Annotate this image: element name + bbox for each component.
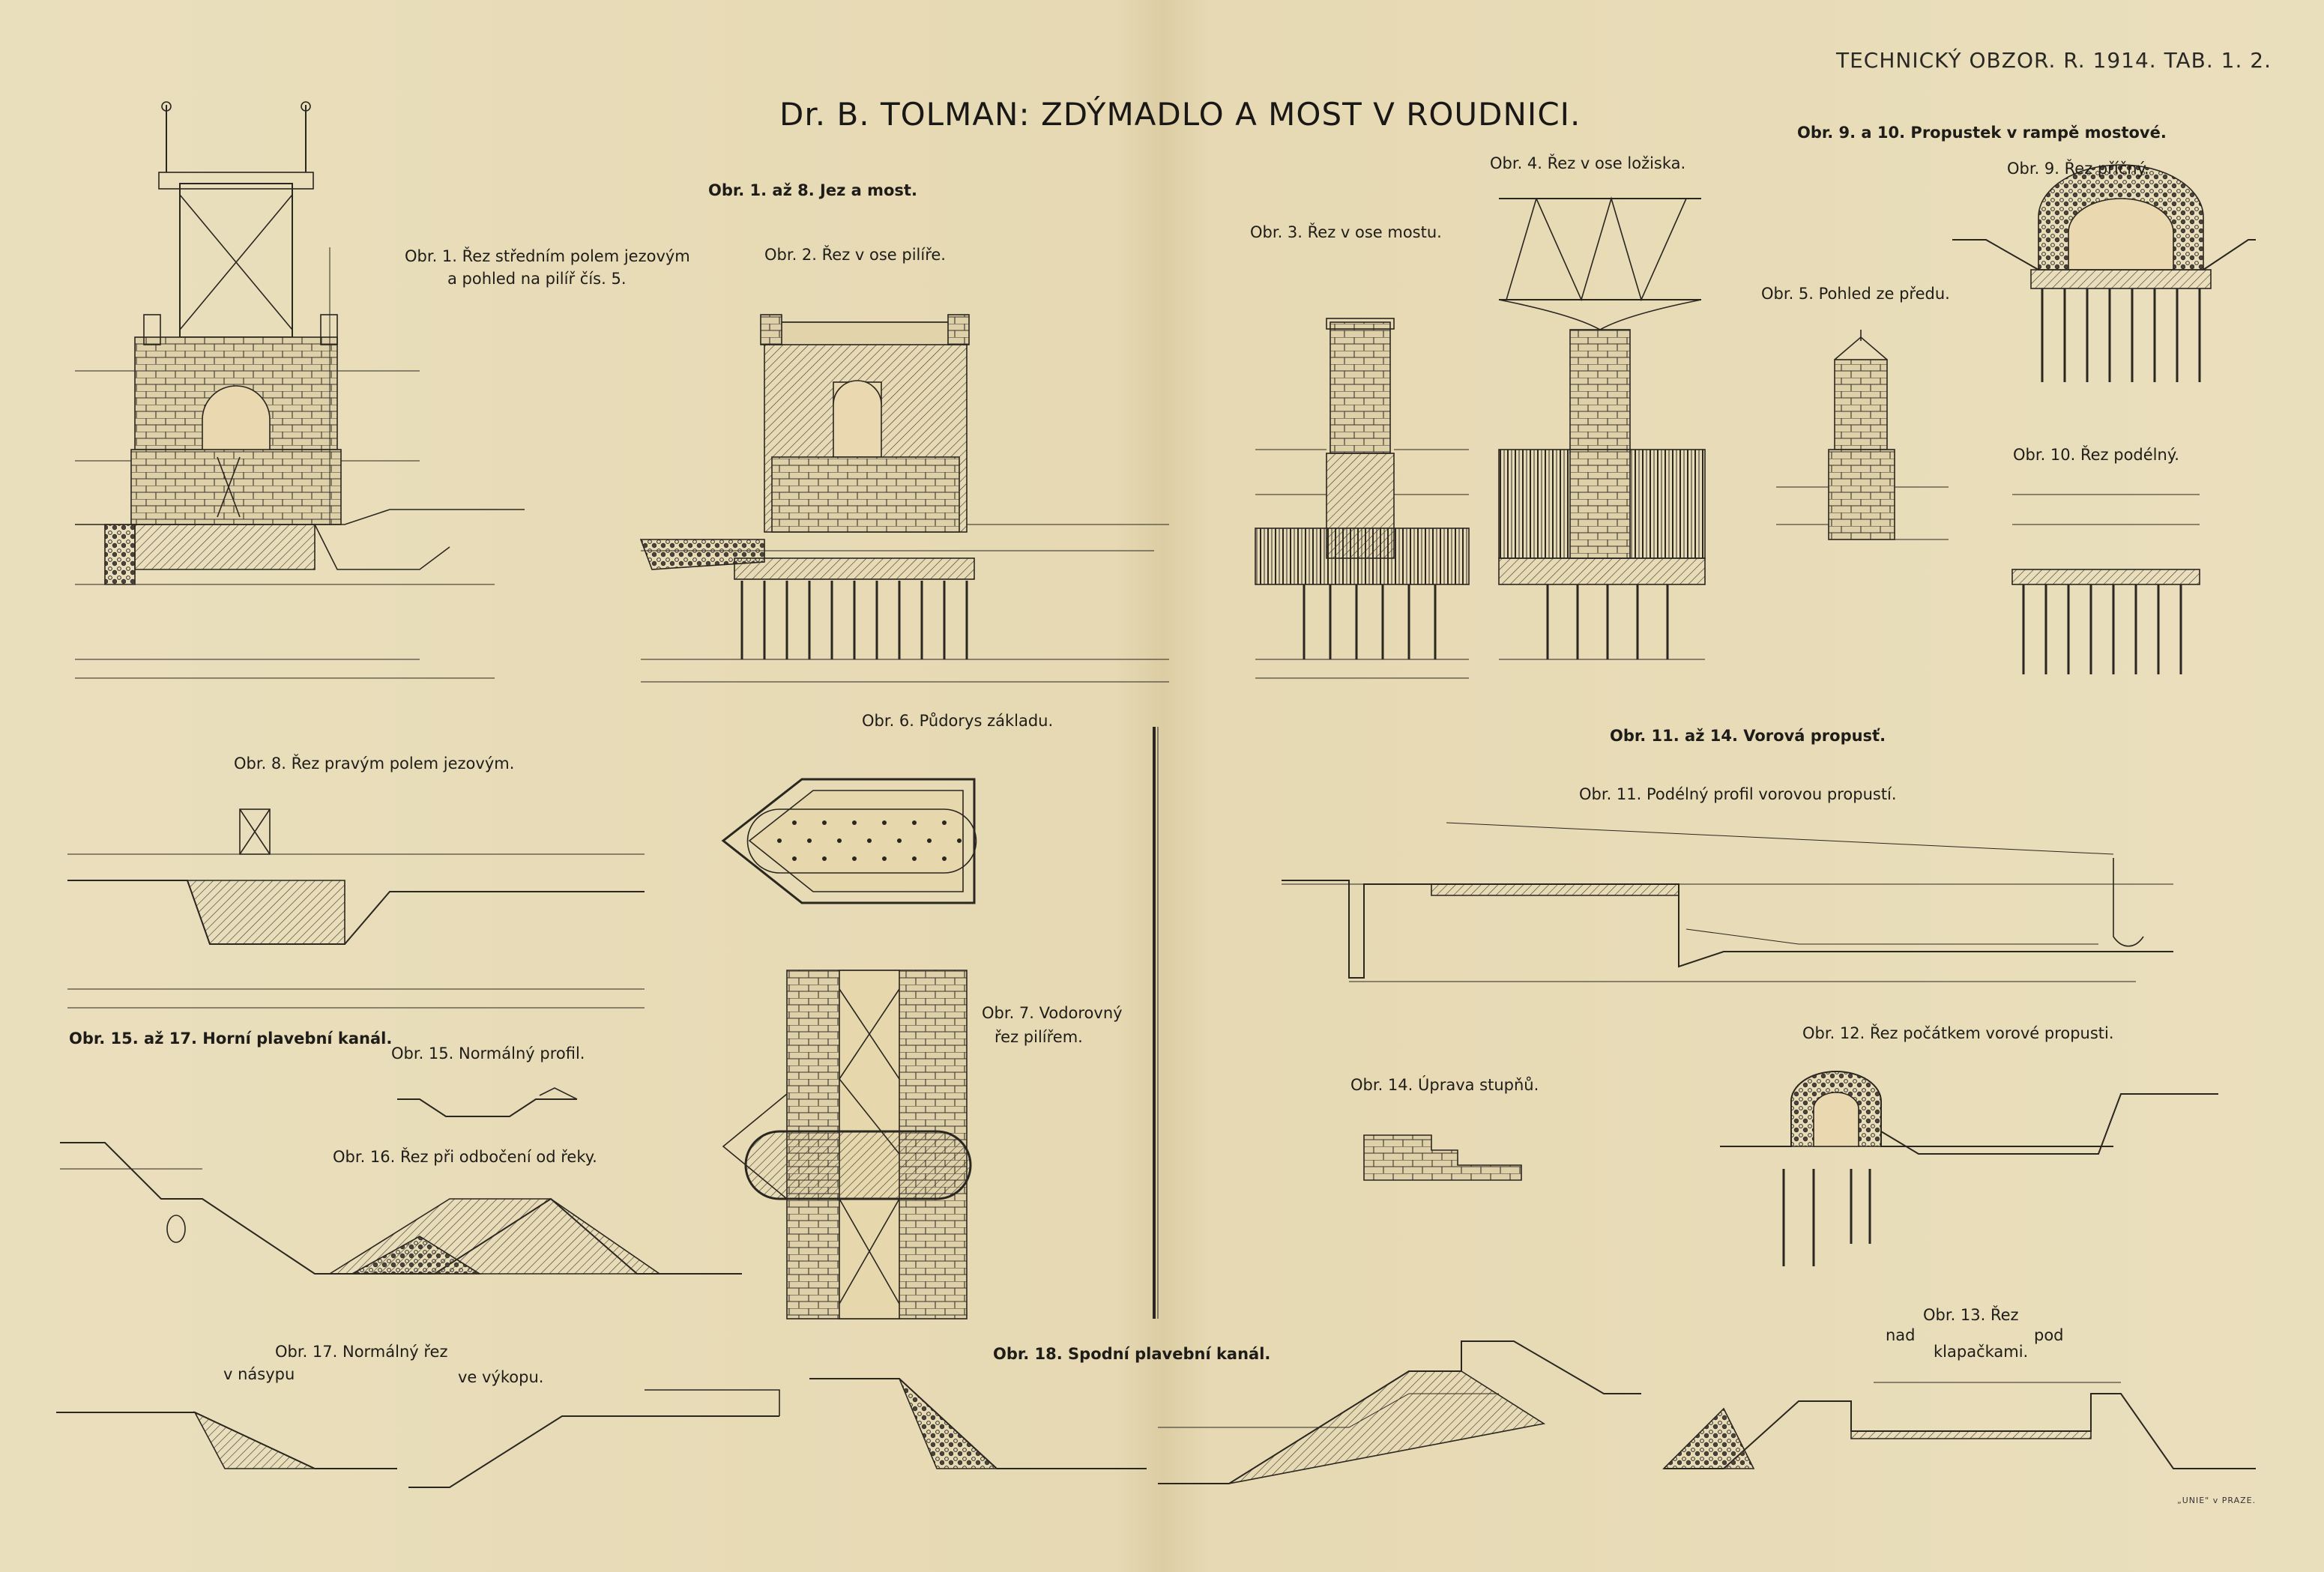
fig14-steps (1363, 1134, 1522, 1181)
fig6-caption: Obr. 6. Půdorys základu. (862, 712, 1054, 730)
fig1-caption-line1: Obr. 1. Řez středním polem jezovým (405, 247, 690, 265)
fig10-culvert-longitudinal (2011, 494, 2200, 674)
fig9-culvert-cross-section (1952, 164, 2256, 382)
fig11-raft-pass-profile (1282, 822, 2173, 982)
fig16-caption: Obr. 16. Řez při odbočení od řeky. (333, 1148, 597, 1166)
fig9-caption: Obr. 9. Řez příčný. (2007, 160, 2149, 178)
fig15-caption: Obr. 15. Normálný profil. (391, 1045, 585, 1062)
fig15-17-heading: Obr. 15. až 17. Horní plavební kanál. (69, 1030, 393, 1048)
fig11-14-heading: Obr. 11. až 14. Vorová propusť. (1610, 727, 1886, 745)
fig5-caption: Obr. 5. Pohled ze předu. (1761, 285, 1950, 303)
printer-mark: „UNIE" v PRAZE. (2177, 1496, 2257, 1505)
fig13-caption-nad: nad (1886, 1326, 1916, 1344)
fig2-pier-axis-section (639, 314, 1169, 683)
fig17-normal-section (56, 1389, 780, 1488)
fig17-caption-b: ve výkopu. (458, 1368, 544, 1386)
fig13-flap-section (1662, 1382, 2256, 1469)
fig17-caption: Obr. 17. Normálný řez (275, 1343, 448, 1361)
fig7-caption-line2: řez pilířem. (995, 1028, 1083, 1046)
fig18-heading: Obr. 18. Spodní plavební kanál. (993, 1345, 1271, 1363)
fig7-horizontal-pier-section (722, 970, 972, 1319)
fig6-foundation-plan (721, 727, 1159, 1319)
fig14-caption: Obr. 14. Úprava stupňů. (1350, 1076, 1539, 1094)
fig2-caption: Obr. 2. Řez v ose pilíře. (764, 246, 946, 264)
fig16-river-branch-section (60, 1142, 742, 1275)
plate-title: Dr. B. TOLMAN: ZDÝMADLO A MOST V ROUDNIC… (779, 96, 1581, 133)
fig3-bridge-axis-section (1255, 318, 1470, 679)
fig3-caption: Obr. 3. Řez v ose mostu. (1250, 223, 1442, 241)
fig8-caption: Obr. 8. Řez pravým polem jezovým. (234, 755, 515, 773)
fig1-pier-section (75, 101, 525, 679)
fig4-bearing-axis-section (1498, 196, 1706, 660)
fig13-caption-line3: klapačkami. (1934, 1343, 2029, 1361)
fig13-caption-line1: Obr. 13. Řez (1923, 1306, 2019, 1324)
fig17-caption-a: v násypu (223, 1365, 295, 1383)
fig12-raft-pass-start-section (1720, 1071, 2218, 1266)
fig12-caption: Obr. 12. Řez počátkem vorové propusti. (1802, 1024, 2114, 1042)
fig1-8-heading: Obr. 1. až 8. Jez a most. (708, 181, 917, 199)
fig18-lower-canal (809, 1340, 1641, 1484)
fig15-normal-profile (397, 1087, 578, 1117)
fig8-right-weir-section (67, 808, 645, 1009)
fig5-front-view (1776, 330, 1949, 540)
fig11-caption: Obr. 11. Podélný profil vorovou propustí… (1579, 785, 1897, 803)
fig13-caption-pod: pod (2034, 1326, 2064, 1344)
fig4-caption: Obr. 4. Řez v ose ložiska. (1490, 154, 1686, 172)
fig7-caption-line1: Obr. 7. Vodorovný (982, 1004, 1123, 1022)
fig9-10-heading: Obr. 9. a 10. Propustek v rampě mostové. (1797, 124, 2167, 142)
journal-header: TECHNICKÝ OBZOR. R. 1914. TAB. 1. 2. (1836, 48, 2272, 73)
fig10-caption: Obr. 10. Řez podélný. (2013, 446, 2179, 464)
fig1-caption-line2: a pohled na pilíř čís. 5. (447, 270, 627, 288)
